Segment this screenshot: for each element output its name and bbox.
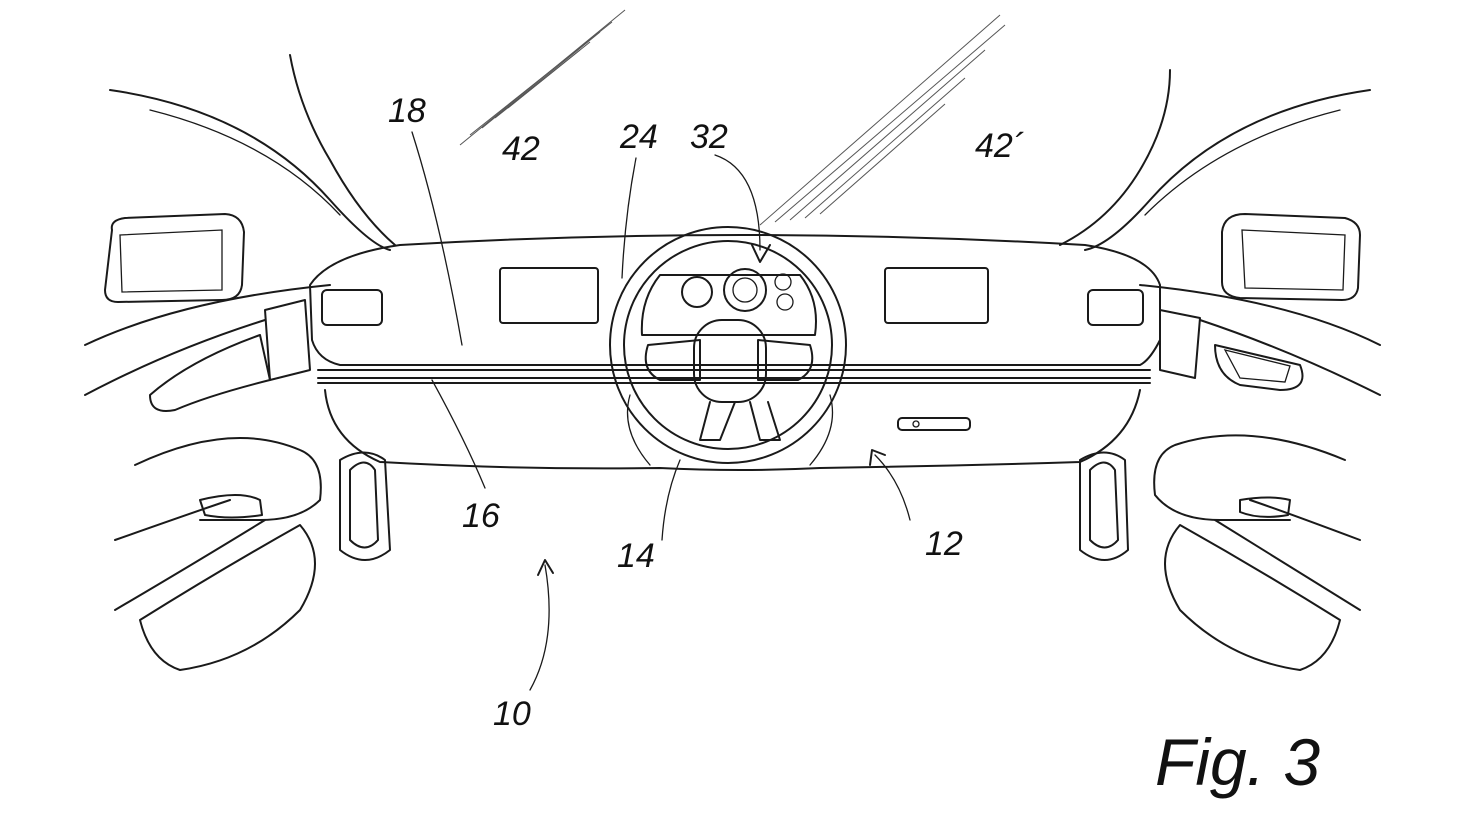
left-door xyxy=(84,284,391,671)
ref-42-prime: 42´ xyxy=(975,127,1024,165)
ref-42: 42 xyxy=(502,130,540,168)
left-a-pillar xyxy=(109,54,396,251)
right-vent xyxy=(1087,289,1144,326)
ref-14: 14 xyxy=(617,537,655,575)
ref-12: 12 xyxy=(925,525,963,563)
ref-10: 10 xyxy=(493,695,531,733)
ref-16: 16 xyxy=(462,497,500,535)
left-side-mirror xyxy=(104,213,245,303)
right-side-mirror xyxy=(1221,213,1361,301)
windshield-hatching xyxy=(459,9,1006,226)
ref-18: 18 xyxy=(388,92,426,130)
leader-lines xyxy=(411,131,911,691)
ref-24: 24 xyxy=(619,118,658,156)
figure-caption: Fig. 3 xyxy=(1155,725,1320,799)
right-door xyxy=(1079,284,1381,671)
left-vent xyxy=(321,289,383,326)
right-a-pillar xyxy=(1059,69,1371,251)
right-display xyxy=(884,267,989,324)
glovebox-handle xyxy=(897,417,971,431)
left-display xyxy=(499,267,599,324)
dashboard xyxy=(309,234,1161,471)
reference-numerals: 18 42 24 32 42´ 16 14 12 10 xyxy=(388,92,1024,733)
steering-wheel xyxy=(609,226,847,464)
ref-32: 32 xyxy=(690,118,728,156)
